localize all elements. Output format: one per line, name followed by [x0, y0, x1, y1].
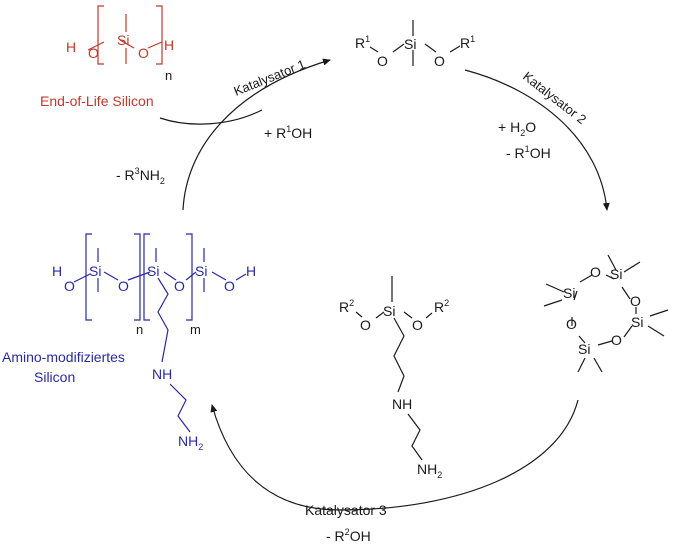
- r2-nh2: NH2: [417, 461, 442, 480]
- amino-h-right: H: [246, 263, 256, 279]
- amino-o-3: O: [174, 278, 185, 294]
- amino-m-index: m: [190, 322, 201, 337]
- kat1-reagent: + R1OH: [264, 124, 312, 141]
- cyclo-si-3: Si: [631, 314, 643, 330]
- eol-label: End-of-Life Silicon: [40, 93, 154, 109]
- r2-r-right: R2: [434, 298, 449, 315]
- amino-si-3: Si: [195, 263, 207, 279]
- arrow-top-left: [182, 58, 331, 211]
- amino-nh2: NH2: [178, 433, 203, 452]
- eol-si: Si: [117, 32, 129, 48]
- kat3-label: Katalysator 3: [305, 502, 387, 518]
- eol-h-right: H: [164, 37, 174, 53]
- eol-o-right: O: [138, 45, 149, 61]
- r1-si: Si: [404, 36, 416, 52]
- amino-si-2: Si: [147, 263, 159, 279]
- amino-silicon-molecule: H O Si O Si O Si O H n m NH NH2 Amino-mo…: [2, 233, 256, 452]
- r1-o-left: O: [377, 53, 388, 69]
- kat3-remove: - R2OH: [326, 527, 371, 544]
- kat2-remove: - R1OH: [506, 144, 551, 161]
- amino-nh: NH: [152, 366, 172, 382]
- cyclo-o-2: O: [630, 293, 641, 309]
- arrow-top-right: [464, 69, 610, 211]
- amino-label-line2: Silicon: [34, 369, 75, 385]
- eol-o-left: O: [88, 45, 99, 61]
- eol-silicon-molecule: H O Si O H n End-of-Life Silicon: [40, 5, 174, 109]
- r2-o-right: O: [412, 317, 423, 333]
- eol-n-index: n: [165, 68, 172, 83]
- cyclo-si-4: Si: [578, 341, 590, 357]
- amino-o-4: O: [224, 278, 235, 294]
- amino-o-1: O: [64, 278, 75, 294]
- eol-h-left: H: [66, 39, 76, 55]
- arrow-bottom: [210, 399, 579, 511]
- r2-si: Si: [383, 303, 395, 319]
- amino-o-2: O: [118, 278, 129, 294]
- kat1-label: Katalysator 1: [232, 56, 308, 98]
- r1-r-right: R1: [460, 34, 475, 51]
- cyclo-si-2: Si: [563, 285, 575, 301]
- r1-r-left: R1: [355, 34, 370, 51]
- cyclo-o-1: O: [590, 264, 601, 280]
- amino-si-1: Si: [89, 263, 101, 279]
- cyclo-o-4: O: [611, 332, 622, 348]
- cyclosiloxane-molecule: O Si Si O O Si Si O: [543, 254, 669, 373]
- arrow-eol-merge: [159, 109, 263, 125]
- kat2-add: + H2O: [498, 119, 536, 138]
- cyclo-o-3: O: [566, 316, 577, 332]
- amino-label-line1: Amino-modifiziertes: [2, 349, 125, 365]
- aminosilane-r2-molecule: R2 O Si O R2 NH NH2: [339, 276, 449, 480]
- r3-remove: - R3NH2: [116, 166, 165, 186]
- amino-n-index: n: [136, 322, 143, 337]
- r2-o-left: O: [360, 317, 371, 333]
- r2-nh: NH: [392, 396, 412, 412]
- dialkoxysilane-r1-molecule: R1 O Si O R1: [355, 20, 475, 69]
- r2-r-left: R2: [339, 298, 354, 315]
- r1-o-right: O: [434, 53, 445, 69]
- cyclo-si-1: Si: [610, 266, 622, 282]
- amino-h-left: H: [52, 263, 62, 279]
